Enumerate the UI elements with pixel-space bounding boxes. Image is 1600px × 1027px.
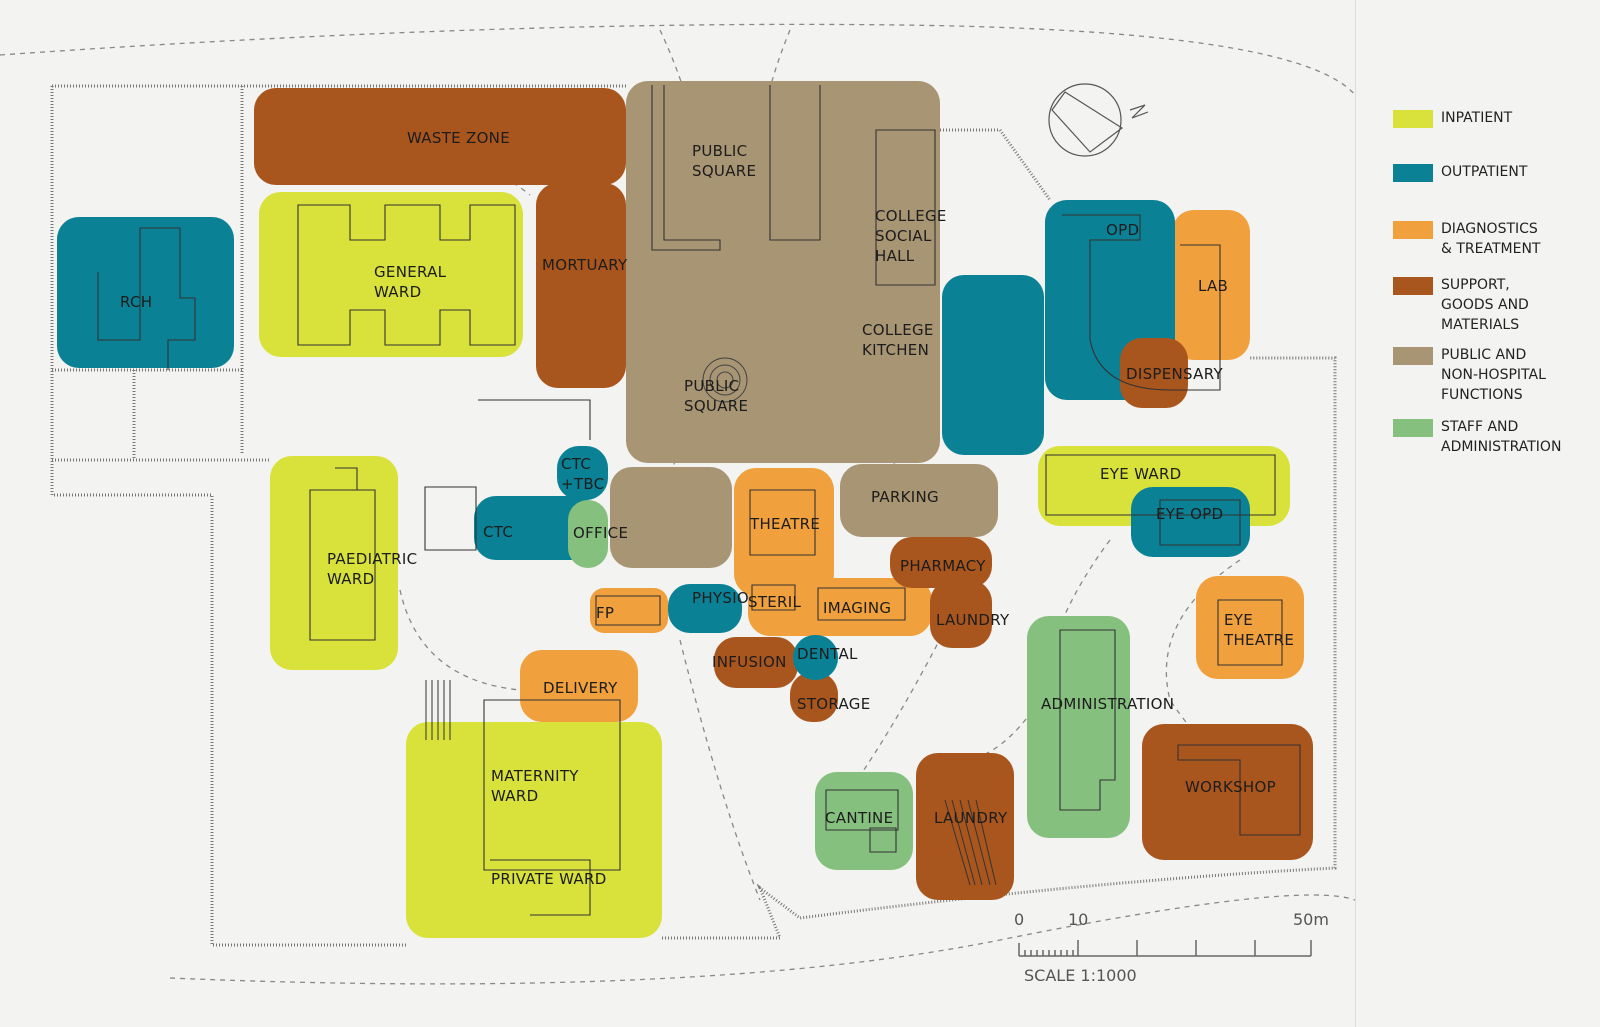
label-laundry-large: LAUNDRY bbox=[934, 809, 1008, 827]
zone-rch bbox=[57, 217, 234, 368]
zone-laundry-small bbox=[930, 580, 992, 648]
label-opd: OPD bbox=[1106, 221, 1140, 239]
zone-lab bbox=[1172, 210, 1250, 360]
zone-opd-annex bbox=[942, 275, 1044, 455]
label-college-social-hall: COLLEGE SOCIAL HALL bbox=[875, 207, 947, 265]
zone-administration bbox=[1027, 616, 1130, 838]
label-theatre: THEATRE bbox=[750, 515, 821, 533]
legend-item-staff: STAFF AND ADMINISTRATION bbox=[1393, 417, 1561, 457]
label-dispensary: DISPENSARY bbox=[1126, 365, 1223, 383]
label-college-kitchen: COLLEGE KITCHEN bbox=[862, 321, 934, 359]
label-laundry-small: LAUNDRY bbox=[936, 611, 1010, 629]
zone-mortuary bbox=[536, 183, 626, 388]
label-eye-opd: EYE OPD bbox=[1156, 505, 1224, 523]
label-paediatric-ward: PAEDIATRIC WARD bbox=[327, 550, 418, 588]
label-administration: ADMINISTRATION bbox=[1041, 695, 1175, 713]
label-general-ward: GENERAL WARD bbox=[374, 263, 447, 301]
label-physio: PHYSIO bbox=[692, 589, 750, 607]
legend-swatch bbox=[1393, 221, 1433, 239]
zone-theatre bbox=[734, 468, 834, 596]
legend-swatch bbox=[1393, 419, 1433, 437]
zone-parking bbox=[840, 464, 998, 537]
legend-item-diagnostics: DIAGNOSTICS & TREATMENT bbox=[1393, 219, 1540, 259]
label-rch: RCH bbox=[120, 293, 153, 311]
label-delivery: DELIVERY bbox=[543, 679, 618, 697]
label-waste-zone: WASTE ZONE bbox=[407, 129, 510, 147]
label-cantine: CANTINE bbox=[825, 809, 894, 827]
zone-office bbox=[568, 500, 608, 568]
legend-label: INPATIENT bbox=[1441, 110, 1513, 126]
zone-dental bbox=[793, 635, 838, 680]
label-workshop: WORKSHOP bbox=[1185, 778, 1276, 796]
scale-tick-10: 10 bbox=[1068, 910, 1089, 929]
legend-divider bbox=[1355, 0, 1356, 1027]
label-imaging: IMAGING bbox=[823, 599, 892, 617]
zone-maternity bbox=[406, 722, 662, 938]
legend-label: OUTPATIENT bbox=[1441, 164, 1528, 180]
zone-public-square bbox=[626, 81, 940, 463]
legend-label: STAFF AND ADMINISTRATION bbox=[1441, 419, 1562, 455]
legend-item-outpatient: OUTPATIENT bbox=[1393, 162, 1527, 182]
zone-eye-theatre bbox=[1196, 576, 1304, 679]
label-steril: STERIL bbox=[748, 593, 802, 611]
zone-delivery bbox=[520, 650, 638, 722]
label-infusion: INFUSION bbox=[712, 653, 787, 671]
legend-swatch bbox=[1393, 277, 1433, 295]
zone-ctc-tbc bbox=[557, 446, 608, 500]
legend-item-public: PUBLIC AND NON-HOSPITAL FUNCTIONS bbox=[1393, 345, 1546, 405]
label-ctc: CTC bbox=[483, 523, 514, 541]
legend-swatch bbox=[1393, 347, 1433, 365]
zone-paediatric-ward bbox=[270, 456, 398, 670]
zone-public-lower bbox=[610, 467, 732, 568]
zone-workshop bbox=[1142, 724, 1313, 860]
legend-item-inpatient: INPATIENT bbox=[1393, 108, 1512, 128]
legend-label: PUBLIC AND NON-HOSPITAL FUNCTIONS bbox=[1441, 347, 1546, 403]
label-dental: DENTAL bbox=[797, 645, 858, 663]
label-eye-theatre: EYE THEATRE bbox=[1224, 611, 1295, 649]
zone-laundry-large bbox=[916, 753, 1014, 900]
label-parking: PARKING bbox=[871, 488, 939, 506]
label-mortuary: MORTUARY bbox=[542, 256, 628, 274]
zone-pharmacy bbox=[890, 537, 992, 588]
zone-waste bbox=[254, 88, 626, 185]
legend-swatch bbox=[1393, 164, 1433, 182]
scale-label: SCALE 1:1000 bbox=[1024, 966, 1137, 985]
label-fp: FP bbox=[596, 604, 615, 622]
zone-dispensary bbox=[1120, 338, 1188, 408]
legend-label: SUPPORT, GOODS AND MATERIALS bbox=[1441, 277, 1529, 333]
zone-physio bbox=[668, 584, 742, 633]
legend-label: DIAGNOSTICS & TREATMENT bbox=[1441, 221, 1541, 257]
label-pharmacy: PHARMACY bbox=[900, 557, 986, 575]
label-public-square-top: PUBLIC SQUARE bbox=[692, 142, 757, 180]
label-lab: LAB bbox=[1198, 277, 1229, 295]
zone-general-ward bbox=[259, 192, 523, 357]
label-public-square-bottom: PUBLIC SQUARE bbox=[684, 377, 749, 415]
legend-swatch bbox=[1393, 110, 1433, 128]
zone-cantine bbox=[815, 772, 913, 870]
scale-tick-50: 50m bbox=[1293, 910, 1329, 929]
legend-item-support: SUPPORT, GOODS AND MATERIALS bbox=[1393, 275, 1529, 335]
label-eye-ward: EYE WARD bbox=[1100, 465, 1182, 483]
label-storage: STORAGE bbox=[797, 695, 871, 713]
label-private-ward: PRIVATE WARD bbox=[491, 870, 607, 888]
zone-storage bbox=[790, 672, 838, 722]
label-office: OFFICE bbox=[573, 524, 629, 542]
label-ctc-tbc: CTC +TBC bbox=[561, 455, 605, 493]
scale-tick-0: 0 bbox=[1014, 910, 1025, 929]
zone-infusion bbox=[714, 637, 798, 688]
label-maternity-ward: MATERNITY WARD bbox=[491, 767, 579, 805]
